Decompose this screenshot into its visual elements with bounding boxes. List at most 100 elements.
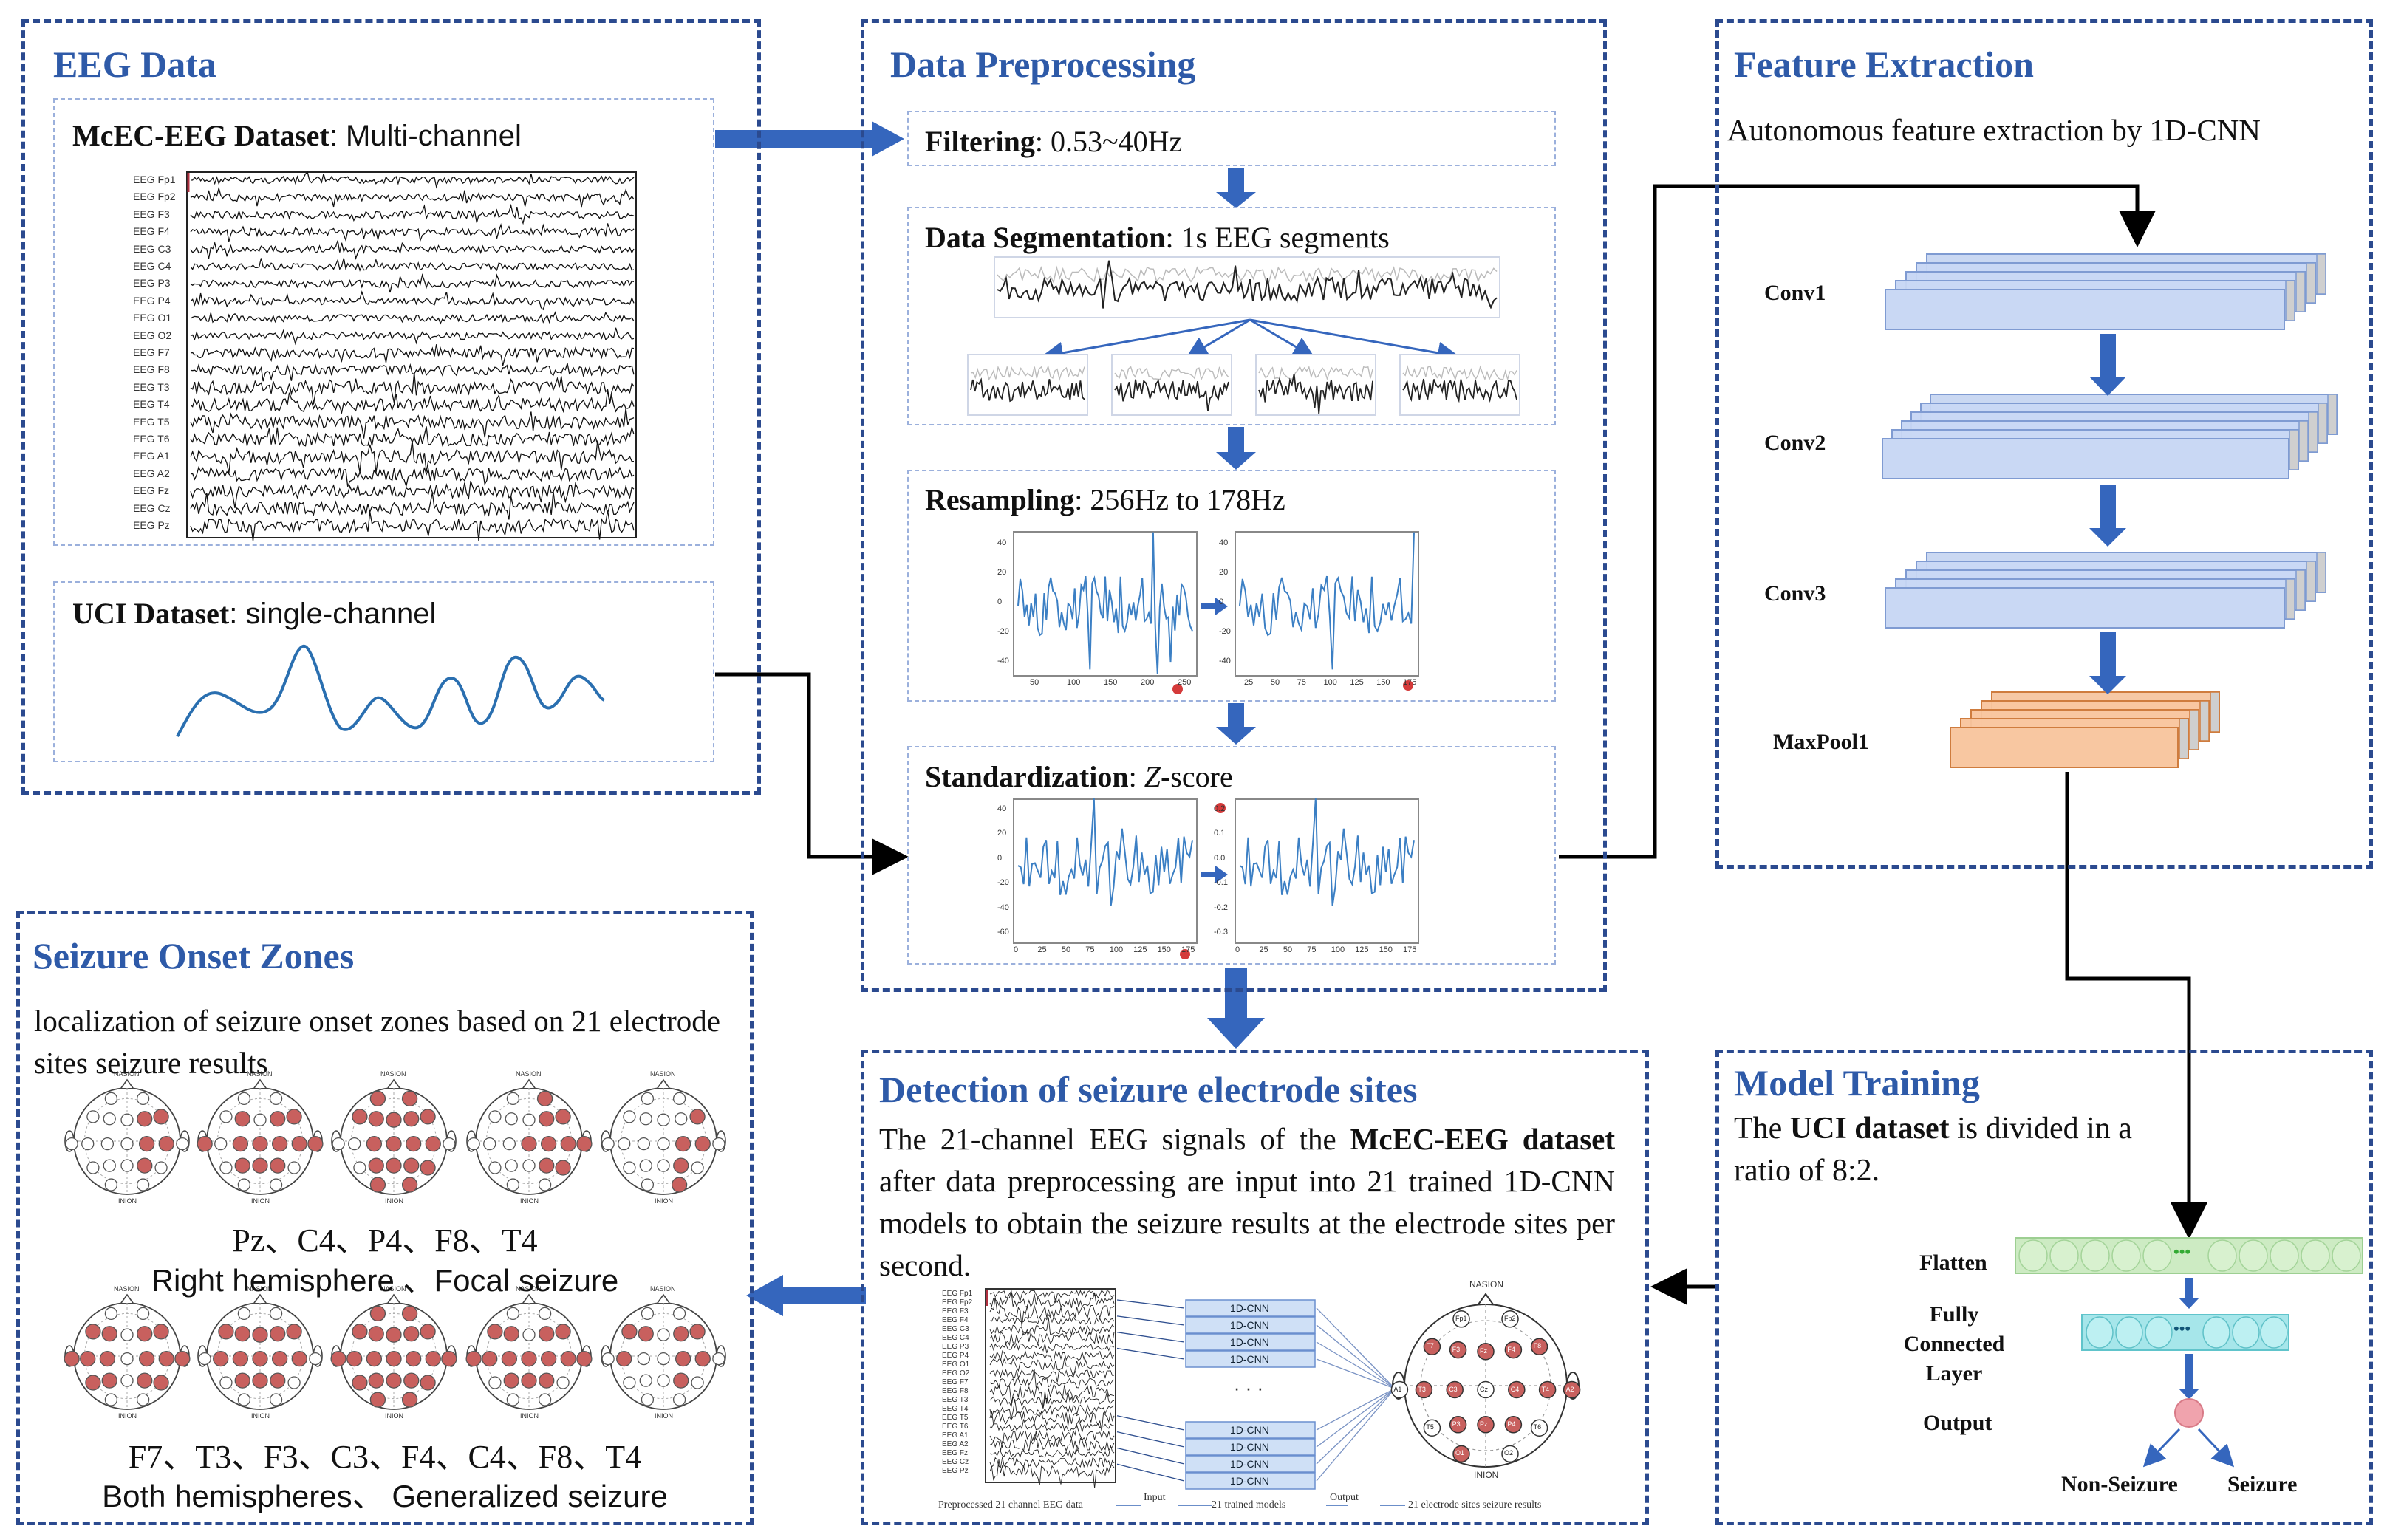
electrode-pz: [1477, 1416, 1495, 1434]
cnn-model-label: 1D-CNN: [1230, 1319, 1269, 1331]
soz-inion-label: INION: [118, 1412, 137, 1420]
electrode-label: Fp1: [1455, 1314, 1467, 1322]
channel-label: EEG F3: [133, 208, 170, 220]
cnn-model-label: 1D-CNN: [1230, 1458, 1269, 1470]
uci-label: UCI Dataset: single-channel: [72, 597, 437, 630]
tick-label: 0.2: [1214, 804, 1226, 813]
soz-electrode: [539, 1326, 555, 1342]
detection-paragraph: The 21-channel EEG signals of the McEC-E…: [879, 1122, 1615, 1282]
soz-electrode: [85, 1375, 101, 1391]
soz-electrode: [214, 1137, 228, 1151]
electrode-c3: [1446, 1380, 1464, 1399]
tick-label: 50: [1283, 945, 1293, 954]
tick-label: 75: [1085, 945, 1095, 954]
feature-extraction-title: Feature Extraction: [1734, 44, 2034, 85]
detection-graphics: · · ·: [985, 1288, 1581, 1506]
mcec-trace: [190, 240, 635, 260]
soz-electrode: [85, 1324, 101, 1340]
soz-electrode: [368, 1111, 384, 1127]
mcec-trace: [190, 408, 635, 439]
soz-row1-sites: Pz、C4、P4、F8、T4: [232, 1222, 538, 1259]
tick-label: -40: [997, 903, 1009, 912]
soz-electrode: [522, 1113, 536, 1126]
tick-label: 200: [1141, 678, 1155, 687]
soz-electrode: [621, 1324, 638, 1340]
tick-label: 25: [1244, 678, 1254, 687]
soz-electrode: [403, 1372, 420, 1389]
soz-electrode: [352, 1375, 368, 1391]
soz-electrode: [672, 1307, 686, 1321]
feature-extraction-desc: Autonomous feature extraction by 1D-CNN: [1727, 113, 2261, 147]
filtering-box: [907, 111, 1556, 166]
soz-electrode: [637, 1137, 651, 1151]
soz-electrode: [269, 1092, 283, 1106]
soz-electrode: [623, 1161, 636, 1174]
soz-electrode: [153, 1375, 169, 1391]
soz-electrode: [270, 1157, 286, 1174]
electrode-label: A1: [1393, 1385, 1402, 1393]
cnn-model-box: [1185, 1455, 1316, 1473]
soz-electrode: [234, 1157, 250, 1174]
soz-electrode: [712, 1352, 725, 1366]
caption-results: 21 electrode sites seizure results: [1408, 1499, 1542, 1510]
soz-electrode: [309, 1352, 322, 1366]
electrode-label: O2: [1504, 1449, 1514, 1457]
tick-label: 175: [1403, 678, 1417, 687]
detection-channel-label: EEG T5: [942, 1414, 969, 1422]
mcec-subpanel: [53, 98, 714, 546]
soz-electrode: [270, 1372, 286, 1389]
tick-label: 0: [997, 598, 1003, 606]
soz-electrode: [252, 1327, 268, 1343]
soz-electrode: [538, 1393, 552, 1406]
mcec-trace: [190, 171, 635, 189]
soz-electrode: [506, 1307, 520, 1321]
soz-electrode: [120, 1328, 134, 1341]
soz-electrode: [672, 1092, 686, 1106]
electrode-label: F3: [1452, 1345, 1461, 1353]
soz-electrode: [641, 1178, 655, 1191]
soz-electrode: [712, 1137, 725, 1151]
layer-label-conv1: Conv1: [1764, 281, 1826, 305]
soz-electrode: [503, 1372, 519, 1389]
detection-channel-label: EEG O2: [942, 1369, 970, 1378]
soz-inion-label: INION: [385, 1197, 404, 1205]
soz-electrode: [65, 1137, 78, 1151]
tick-label: 250: [1178, 678, 1192, 687]
soz-electrode: [353, 1161, 366, 1174]
soz-electrode: [671, 1177, 688, 1193]
tick-label: 20: [1219, 568, 1229, 577]
electrode-label: P4: [1507, 1420, 1516, 1428]
channel-label: EEG A2: [133, 467, 170, 479]
soz-electrode: [237, 1307, 251, 1321]
tick-label: 125: [1355, 945, 1369, 954]
soz-electrode: [104, 1393, 118, 1406]
soz-electrode: [420, 1109, 436, 1125]
arrow-res-to-std: [1216, 703, 1256, 745]
soz-nasion-label: NASION: [650, 1070, 676, 1078]
soz-electrode: [104, 1092, 118, 1106]
electrode-label: Cz: [1480, 1385, 1488, 1393]
soz-electrode: [103, 1159, 116, 1172]
soz-nasion-label: NASION: [247, 1070, 273, 1078]
detection-channel-label: EEG Fp2: [942, 1298, 973, 1307]
channel-label: EEG T3: [133, 380, 170, 393]
electrode-label: T5: [1426, 1423, 1434, 1431]
fc-dots: •••: [2173, 1319, 2191, 1338]
soz-electrode: [136, 1307, 150, 1321]
soz-electrode: [657, 1113, 670, 1126]
detection-channel-label: EEG C4: [942, 1334, 969, 1342]
cnn-layer-stacks: [1882, 253, 2338, 768]
electrode-label: Fp2: [1504, 1314, 1516, 1322]
soz-electrode: [352, 1109, 368, 1125]
soz-electrode: [638, 1326, 654, 1342]
tick-label: -40: [1219, 657, 1231, 665]
soz-electrode: [506, 1178, 520, 1191]
model-training-paragraph: The UCI dataset is divided in a ratio of…: [1734, 1112, 2132, 1188]
tick-label: -20: [997, 878, 1009, 888]
soz-electrode: [623, 1376, 636, 1389]
tick-label: 50: [1270, 678, 1280, 687]
seizure-label: Seizure: [2227, 1472, 2298, 1496]
soz-electrode: [657, 1374, 670, 1387]
panel-detection: [861, 1050, 1649, 1525]
detection-channel-label: EEG O1: [942, 1361, 970, 1369]
